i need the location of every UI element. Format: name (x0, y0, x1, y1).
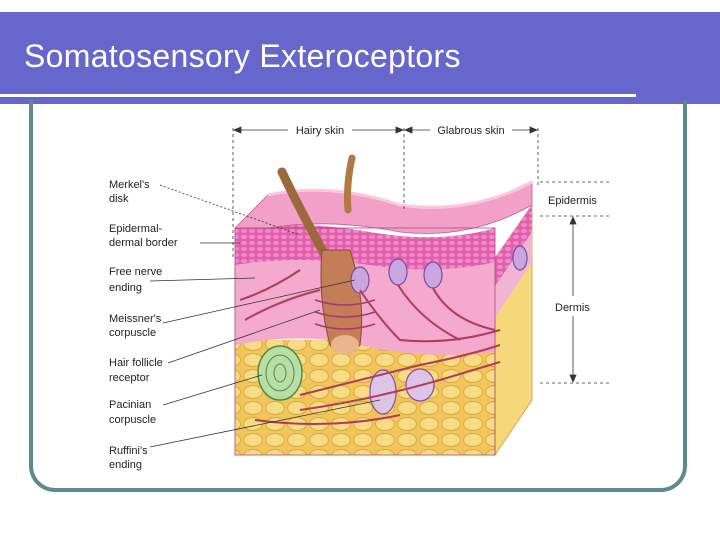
hairy-skin-label: Hairy skin (296, 125, 344, 137)
meissner-corpuscles (350, 245, 528, 294)
epidermis-layer (235, 224, 495, 270)
dermis-label: Dermis (555, 302, 590, 314)
epidermis-label: Epidermis (548, 195, 597, 207)
layer-dimensions (540, 181, 612, 384)
epidermal-dermal-border-label: Epidermal-dermal border (109, 223, 178, 249)
label-leaders (149, 184, 381, 448)
pacinian-corpuscles (257, 345, 303, 401)
title-underline (0, 94, 636, 97)
hair-follicle (277, 154, 376, 355)
skin-surface (234, 181, 533, 234)
title-bar (0, 12, 720, 104)
ruffini-endings (369, 368, 435, 415)
slide-title: Somatosensory Exteroceptors (24, 38, 461, 74)
content-frame (29, 100, 687, 492)
glabrous-skin-label: Glabrous skin (437, 125, 504, 137)
region-dimensions (232, 126, 539, 260)
